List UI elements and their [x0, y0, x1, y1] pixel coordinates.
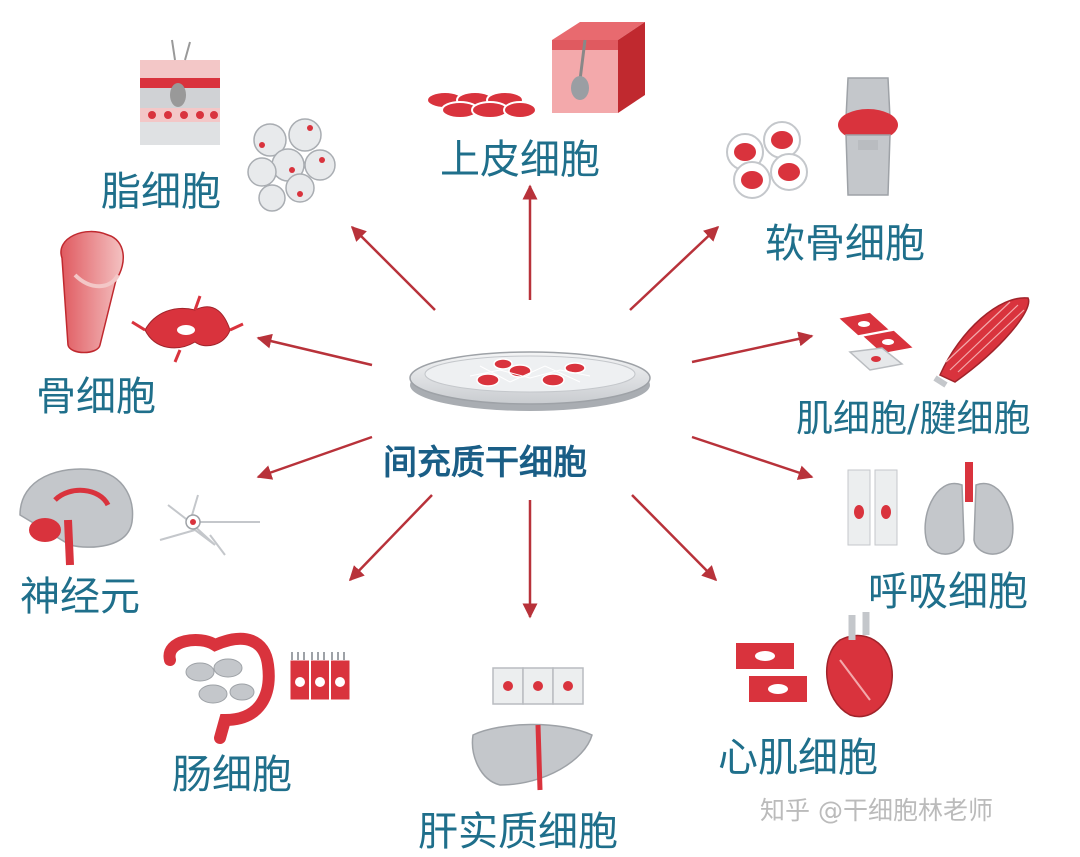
intestine-icon [163, 632, 275, 744]
label-muscle-tendon: 肌细胞/腱细胞 [796, 397, 1031, 440]
cartilage-cells-icon [726, 121, 808, 199]
liver-icon [471, 723, 593, 791]
skin-block-icon [552, 22, 645, 113]
label-hepatocyte: 肝实质细胞 [418, 809, 618, 855]
petri-dish-icon [409, 351, 651, 411]
arrow-to-adipocyte [350, 225, 436, 311]
label-adipocyte: 脂细胞 [101, 169, 221, 215]
muscle-icon [933, 297, 1030, 388]
fat-tissue-icon [140, 39, 220, 145]
label-chondrocyte: 软骨细胞 [765, 221, 925, 267]
label-osteocyte: 骨细胞 [36, 374, 156, 420]
label-epithelial: 上皮细胞 [440, 137, 600, 183]
arrow-to-muscle [691, 331, 814, 364]
heart-icon [825, 612, 893, 718]
arrow-to-osteocyte [256, 333, 373, 367]
muscle-cells-icon [836, 311, 916, 371]
arrow-to-cardiomyocyte [631, 494, 718, 582]
label-intestinal: 肠细胞 [172, 752, 292, 798]
label-respiratory: 呼吸细胞 [868, 569, 1028, 615]
lung-icon [924, 462, 1014, 555]
arrow-to-respiratory [691, 435, 814, 480]
arrow-to-neuron [256, 435, 373, 480]
brain-icon [19, 468, 134, 566]
cardiomyocyte-cells-icon [734, 641, 809, 704]
neuron-cell-icon [159, 494, 260, 556]
label-neuron: 神经元 [20, 574, 140, 620]
hepatocyte-cells-icon [492, 667, 584, 705]
osteocyte-cell-icon [131, 295, 244, 363]
knee-joint-icon [838, 77, 898, 196]
watermark-text: 知乎 @干细胞林老师 [760, 796, 993, 825]
arrows [256, 184, 814, 619]
epithelial-cells-icon [426, 91, 537, 119]
fat-cells-icon [247, 118, 336, 212]
arrow-to-chondrocyte [629, 225, 720, 311]
airway-cells-icon [847, 469, 898, 546]
center-label-msc: 间充质干细胞 [383, 443, 587, 483]
label-cardiomyocyte: 心肌细胞 [718, 735, 878, 781]
bone-icon [60, 230, 124, 354]
intestinal-cells-icon [289, 652, 351, 701]
arrow-to-intestinal [348, 494, 433, 582]
